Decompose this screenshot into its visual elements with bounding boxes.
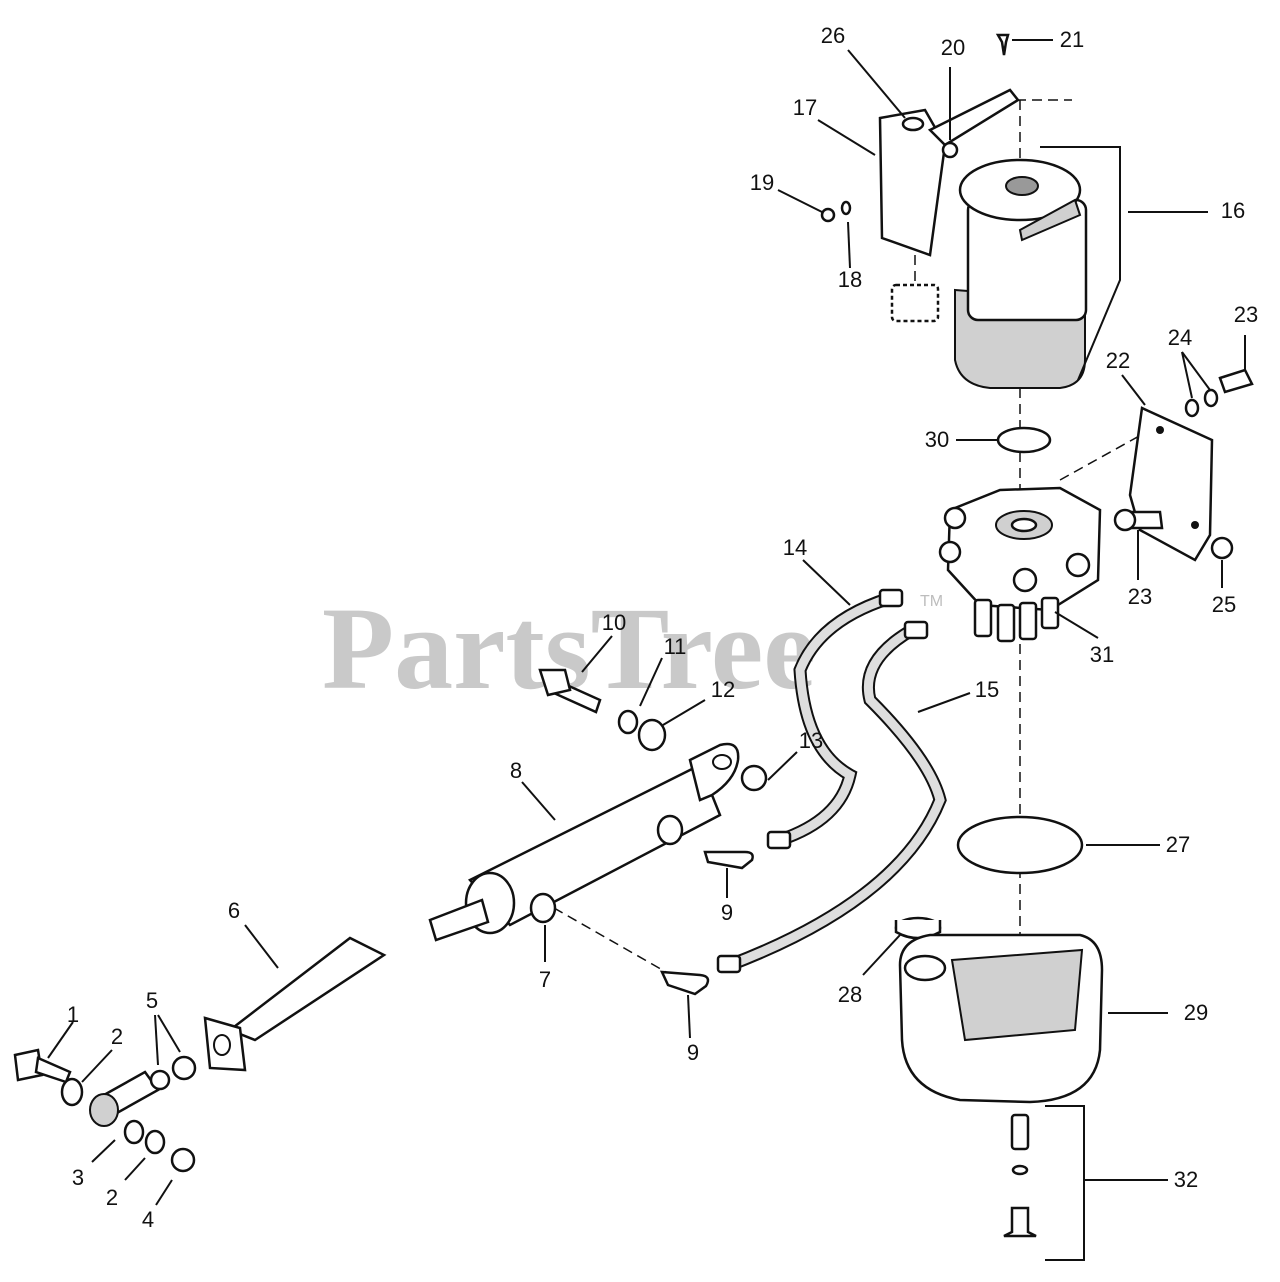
reservoir-gasket <box>956 815 1084 875</box>
callout-26: 26 <box>821 23 845 48</box>
callout-17: 17 <box>793 95 817 120</box>
callout-9-upper: 9 <box>721 900 733 925</box>
callout-19: 19 <box>750 170 774 195</box>
callout-27: 27 <box>1166 832 1190 857</box>
valve-body <box>938 486 1102 643</box>
callout-labels: 1 2 3 2 4 5 6 7 8 9 9 10 11 12 13 14 15 … <box>67 23 1258 1232</box>
reservoir-cap <box>894 916 942 940</box>
callout-24: 24 <box>1168 325 1192 350</box>
callout-28: 28 <box>838 982 862 1007</box>
callout-3: 3 <box>72 1165 84 1190</box>
reservoir <box>898 933 1104 1104</box>
callout-20: 20 <box>941 35 965 60</box>
callout-32: 32 <box>1174 1167 1198 1192</box>
callout-15: 15 <box>975 677 999 702</box>
callout-2-bottom: 2 <box>106 1185 118 1210</box>
callout-7: 7 <box>539 967 551 992</box>
watermark-trademark: TM <box>920 593 943 610</box>
valve-bracket <box>1128 406 1214 562</box>
callout-23-lower: 23 <box>1128 584 1152 609</box>
callout-16: 16 <box>1221 198 1245 223</box>
rod-end-bracket <box>203 936 387 1072</box>
callout-2-top: 2 <box>111 1024 123 1049</box>
callout-8: 8 <box>510 758 522 783</box>
callout-31: 31 <box>1090 642 1114 667</box>
bracket-hardware <box>1113 368 1254 560</box>
rod-end-hardware <box>13 1048 197 1173</box>
callout-9-lower: 9 <box>687 1040 699 1065</box>
o-ring <box>996 426 1052 454</box>
small-hardware <box>820 33 1010 223</box>
callout-25: 25 <box>1212 592 1236 617</box>
elbow-fittings <box>659 764 768 996</box>
hydraulic-cylinder <box>428 742 740 942</box>
callout-6: 6 <box>228 898 240 923</box>
drain-fitting <box>1003 1113 1037 1238</box>
watermark: PartsTree TM <box>322 583 943 714</box>
pump-motor <box>954 158 1088 389</box>
callout-18: 18 <box>838 267 862 292</box>
callout-5: 5 <box>146 988 158 1013</box>
cylinder-mount-hardware <box>538 668 667 752</box>
callout-23-upper: 23 <box>1234 302 1258 327</box>
callout-12: 12 <box>711 677 735 702</box>
callout-30: 30 <box>925 427 949 452</box>
hydraulic-hoses <box>716 588 947 974</box>
callout-21: 21 <box>1060 27 1084 52</box>
callout-29: 29 <box>1184 1000 1208 1025</box>
callout-13: 13 <box>799 728 823 753</box>
callout-10: 10 <box>602 610 626 635</box>
callout-4: 4 <box>142 1207 154 1232</box>
callout-14: 14 <box>783 535 807 560</box>
callout-22: 22 <box>1106 348 1130 373</box>
coupler-block <box>890 255 940 323</box>
leader-lines <box>47 39 1246 1261</box>
motor-bracket <box>878 88 1020 257</box>
callout-11: 11 <box>664 634 687 659</box>
callout-1: 1 <box>67 1002 79 1027</box>
